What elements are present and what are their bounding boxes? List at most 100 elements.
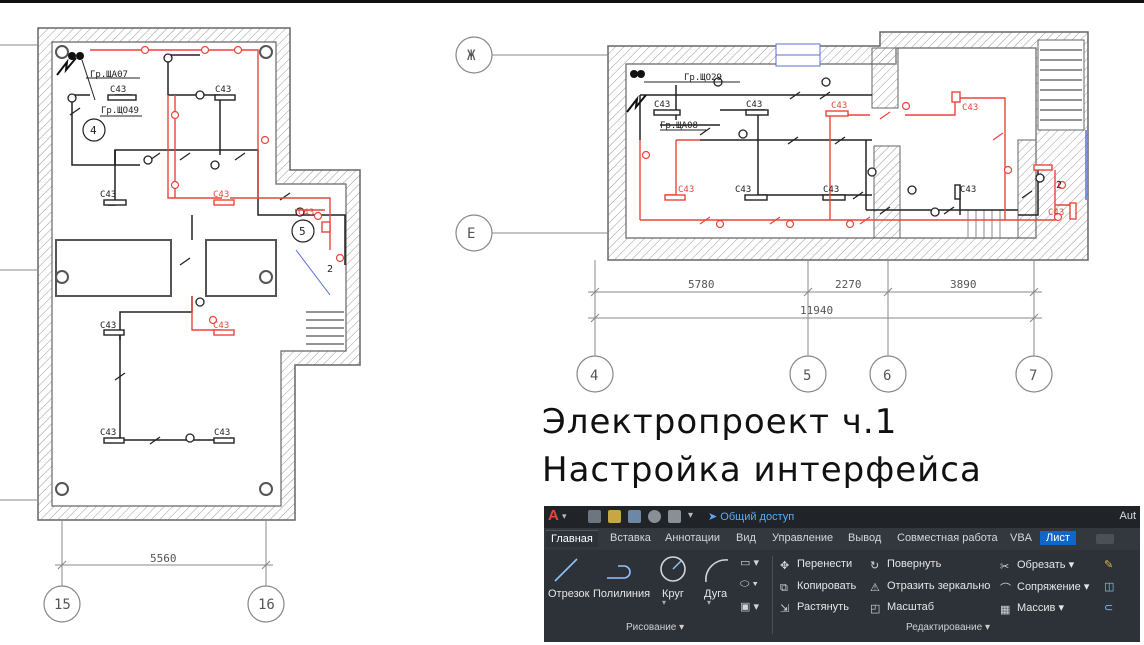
stretch-button[interactable]: ⇲Растянуть (780, 601, 849, 615)
line-tool-button[interactable]: Отрезок (548, 588, 590, 600)
rotate-label: Повернуть (887, 558, 942, 570)
customize-qat-icon[interactable]: ▾ (688, 510, 694, 521)
circle-tool-button[interactable]: Круг (662, 588, 684, 600)
offset-icon[interactable]: ⊂ (1104, 602, 1114, 614)
array-label: Массив ▾ (1017, 602, 1064, 614)
autocad-logo-icon[interactable]: A (548, 507, 559, 524)
fixture-label: С43 (100, 321, 116, 331)
arc-tool-icon (705, 559, 729, 583)
new-file-icon[interactable] (588, 510, 601, 523)
web-icon[interactable] (648, 510, 661, 523)
trim-label: Обрезать ▾ (1017, 559, 1075, 571)
rectangle-tool-icon[interactable]: ▭ ▾ (740, 557, 759, 569)
fixture-label: С43 (100, 190, 116, 200)
scale-label: Масштаб (887, 601, 935, 613)
modify-group-label[interactable]: Редактирование ▾ (906, 622, 990, 633)
fillet-icon: ⌒ (1000, 583, 1011, 595)
tab-view[interactable]: Вид (736, 532, 756, 544)
panel-label-gr-shcha07: Гр.ЩА07 (90, 70, 128, 80)
move-button[interactable]: ✥ Перенести (780, 558, 853, 572)
dimension-segment: 2270 (835, 278, 862, 291)
stretch-label: Растянуть (797, 601, 849, 613)
array-icon: ▦ (1000, 604, 1011, 616)
mirror-button[interactable]: ⚠Отразить зеркально (870, 580, 990, 594)
dimension-left-width: 5560 (150, 552, 177, 565)
move-icon: ✥ (780, 560, 790, 572)
app-menu-arrow-icon[interactable]: ▾ (562, 511, 567, 521)
fixture-label: С43 (215, 85, 231, 95)
dimension-total: 11940 (800, 304, 833, 317)
grid-axis-label: 6 (883, 368, 891, 384)
fixture-label-red: С43 (1048, 208, 1064, 218)
fixture-label: С43 (735, 185, 751, 195)
fillet-button[interactable]: ⌒Сопряжение ▾ (1000, 580, 1089, 595)
trim-icon: ✂ (1000, 561, 1010, 573)
fixture-label: С43 (110, 85, 126, 95)
ribbon-minimize-button[interactable] (1096, 534, 1114, 544)
room-marker: 4 (90, 124, 97, 137)
copy-label: Копировать (797, 580, 857, 592)
share-button[interactable]: ➤ Общий доступ (708, 510, 794, 523)
polyline-tool-button[interactable]: Полилиния (593, 588, 651, 600)
tab-insert[interactable]: Вставка (610, 532, 651, 544)
panel-label-gr-shcho49: Гр.ЩО49 (101, 106, 139, 116)
right-floor-plan (607, 31, 1089, 261)
share-label: Общий доступ (720, 511, 795, 523)
fixture-label-red: С43 (678, 185, 694, 195)
title-line-1: Электропроект ч.1 (542, 402, 898, 442)
left-floor-plan (37, 27, 361, 521)
ellipse-tool-icon[interactable]: ⬭ ▾ (740, 578, 758, 590)
grid-axis-label: 5 (803, 368, 811, 384)
open-file-icon[interactable] (608, 510, 621, 523)
tab-home[interactable]: Главная (546, 530, 598, 547)
copy-button[interactable]: ⧉Копировать (780, 580, 856, 594)
dimension-segment: 3890 (950, 278, 977, 291)
draw-group-label[interactable]: Рисование ▾ (626, 622, 685, 633)
scale-button[interactable]: ◰ Масштаб (870, 601, 935, 615)
trim-button[interactable]: ✂ Обрезать ▾ (1000, 558, 1075, 573)
tab-sheet[interactable]: Лист (1040, 531, 1076, 545)
arc-dropdown-icon[interactable]: ▾ (707, 598, 712, 607)
print-icon[interactable] (668, 510, 681, 523)
fixture-label-red: С43 (298, 208, 314, 218)
fixture-label: С43 (823, 185, 839, 195)
erase-icon[interactable]: ✎ (1104, 559, 1114, 571)
room-marker: 5 (299, 225, 306, 238)
tab-vba[interactable]: VBA (1010, 532, 1033, 544)
tab-manage[interactable]: Управление (772, 532, 834, 544)
grid-axis-label: Ж (467, 48, 476, 64)
rotate-button[interactable]: ↻Повернуть (870, 558, 942, 572)
save-file-icon[interactable] (628, 510, 641, 523)
grid-axis-label: 7 (1029, 368, 1037, 384)
scale-icon: ◰ (870, 603, 881, 615)
explode-icon[interactable]: ◫ (1104, 581, 1115, 593)
fixture-label-red: С43 (213, 321, 229, 331)
fixture-label: С43 (100, 428, 116, 438)
fixture-label-red: С43 (831, 101, 847, 111)
dimension-segment: 5780 (688, 278, 715, 291)
fixture-label-red: С43 (962, 103, 978, 113)
tab-output[interactable]: Вывод (848, 532, 882, 544)
polyline-tool-icon (607, 565, 631, 579)
title-line-2: Настройка интерфейса (542, 450, 982, 490)
stair-mark: 2 (1056, 180, 1062, 191)
group-separator (772, 556, 773, 634)
grid-axis-label: Е (467, 226, 475, 242)
ribbon-tabs: Главная Вставка Аннотации Вид Управление… (544, 528, 1140, 550)
arc-tool-button[interactable]: Дуга (704, 588, 728, 600)
panel-label-gr-shcho29: Гр.ЩО29 (684, 73, 722, 83)
tab-collaborate[interactable]: Совместная работа (897, 532, 998, 544)
move-label: Перенести (797, 558, 853, 570)
tab-annotate[interactable]: Аннотации (665, 532, 720, 544)
array-button[interactable]: ▦ Массив ▾ (1000, 601, 1064, 616)
fixture-label: С43 (654, 100, 670, 110)
hatch-tool-icon[interactable]: ▣ ▾ (740, 601, 759, 613)
fixture-label: С43 (214, 428, 230, 438)
line-tool-icon (554, 558, 578, 582)
circle-dropdown-icon[interactable]: ▾ (662, 598, 667, 607)
circle-tool-icon (660, 556, 686, 582)
grid-axis-label: 15 (54, 597, 71, 613)
mirror-icon: ⚠ (870, 582, 880, 594)
fixture-label: С43 (746, 100, 762, 110)
